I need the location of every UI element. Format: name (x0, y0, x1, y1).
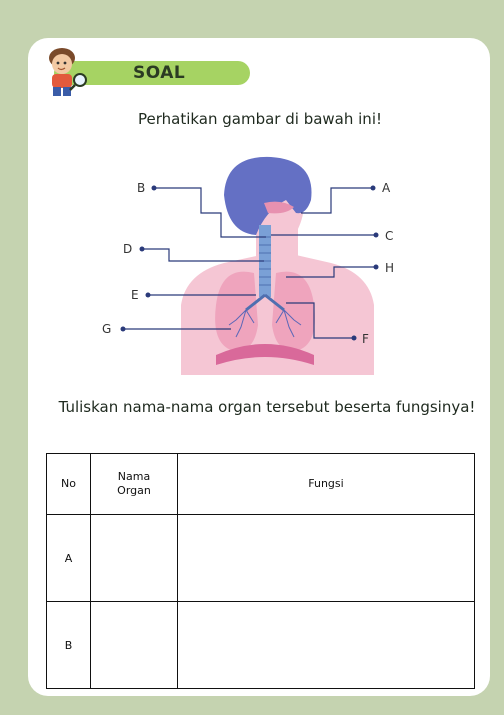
diagram-label-g: G (102, 322, 111, 336)
question-text: Tuliskan nama-nama organ tersebut besert… (52, 396, 482, 418)
answer-table: No Nama Organ Fungsi A B (46, 453, 475, 689)
row-b-function-cell[interactable] (178, 602, 475, 689)
diagram-label-e: E (131, 288, 139, 302)
respiratory-system-diagram: B A C D H E F G (96, 155, 416, 375)
diagram-label-c: C (385, 229, 393, 243)
row-a-no: A (47, 515, 91, 602)
instruction-text: Perhatikan gambar di bawah ini! (60, 110, 460, 128)
diagram-label-f: F (362, 332, 369, 346)
table-header-row: No Nama Organ Fungsi (47, 454, 475, 515)
diagram-label-h: H (385, 261, 394, 275)
row-b-no: B (47, 602, 91, 689)
soal-badge-label: SOAL (133, 61, 185, 85)
header-organ-name: Nama Organ (91, 454, 178, 515)
header-function: Fungsi (178, 454, 475, 515)
row-b-organ-cell[interactable] (91, 602, 178, 689)
diagram-label-b: B (137, 181, 145, 195)
diagram-label-d: D (123, 242, 132, 256)
mascot-boy-magnifier-icon (40, 44, 92, 100)
header-organ-name-text: Nama Organ (114, 470, 154, 498)
header-no: No (47, 454, 91, 515)
table-row: A (47, 515, 475, 602)
diagram-label-a: A (382, 181, 391, 195)
table-row: B (47, 602, 475, 689)
row-a-function-cell[interactable] (178, 515, 475, 602)
row-a-organ-cell[interactable] (91, 515, 178, 602)
